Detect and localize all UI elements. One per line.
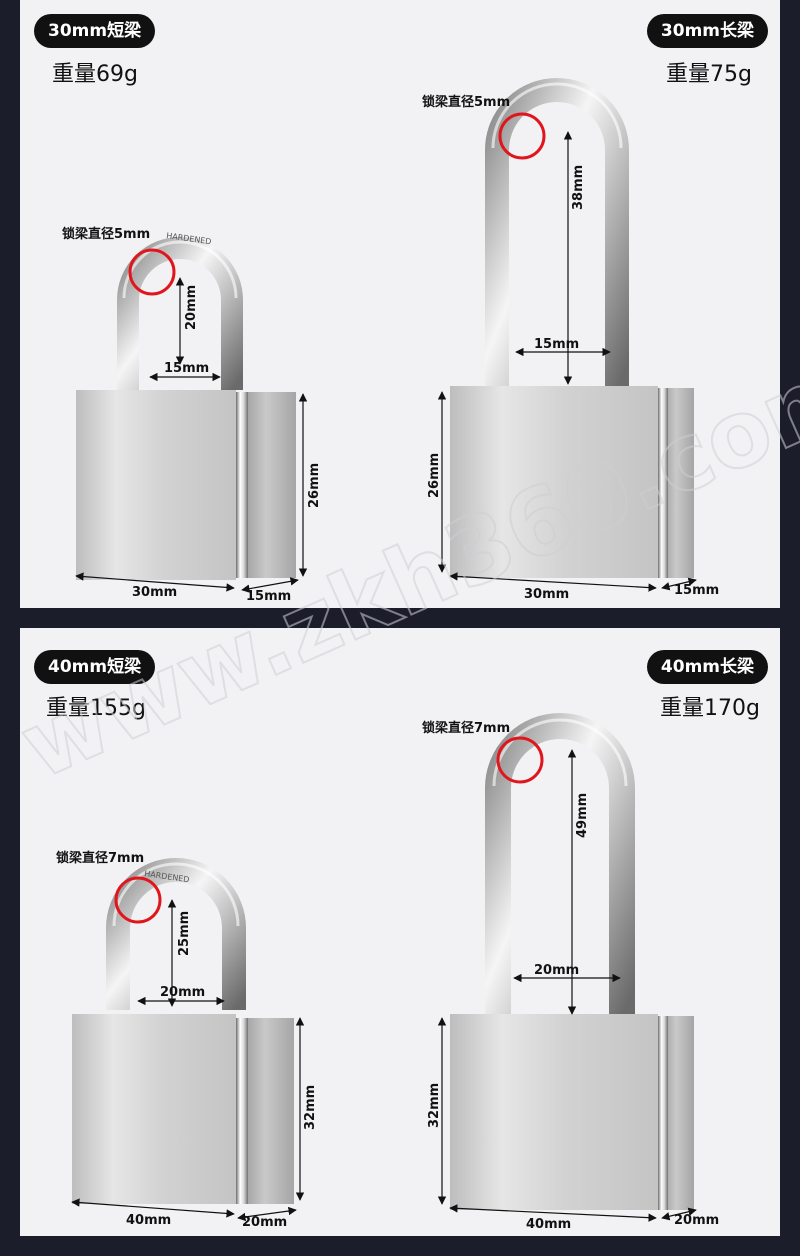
shackle-height-label: 49mm: [575, 793, 590, 838]
panel-30mm: 30mm短梁 重量69g 30mm长梁 重量75g HARDENED 锁梁直径5…: [20, 0, 780, 608]
body-depth-label: 20mm: [242, 1215, 287, 1230]
shackle-highlight-ring: [496, 736, 544, 784]
padlock-drawings-40mm: HARDENED 锁梁直径7mm 25mm 20mm 32mm 40mm 20m…: [56, 713, 719, 1232]
shackle-diameter-label: 锁梁直径5mm: [422, 94, 510, 110]
body-height-label: 26mm: [427, 453, 442, 498]
padlock-drawings-30mm: HARDENED 锁梁直径5mm 20mm 15mm 26mm 30mm 15m…: [62, 78, 719, 604]
body-depth-label: 20mm: [674, 1213, 719, 1228]
panel-40mm: 40mm短梁 重量155g 40mm长梁 重量170g HARDENED 锁梁直…: [20, 628, 780, 1236]
padlock-long-icon: 锁梁直径5mm 38mm 15mm 26mm 30mm 15mm: [422, 78, 719, 602]
shackle-width-label: 20mm: [160, 985, 205, 1000]
shackle-width-label: 20mm: [534, 963, 579, 978]
shackle-height-label: 20mm: [184, 285, 199, 330]
weight-long: 重量170g: [660, 696, 760, 721]
shackle-diameter-label: 锁梁直径7mm: [422, 720, 510, 736]
body-width-label: 40mm: [526, 1217, 571, 1232]
shackle-diameter-label: 锁梁直径7mm: [56, 850, 144, 866]
shackle-highlight-ring: [128, 248, 176, 296]
shackle-width-label: 15mm: [164, 361, 209, 376]
shackle-height-label: 25mm: [177, 911, 192, 956]
weight-short: 重量69g: [52, 62, 138, 87]
padlock-short-icon: HARDENED 锁梁直径7mm 25mm 20mm 32mm 40mm 20m…: [56, 850, 318, 1230]
tag-short-shackle: 40mm短梁: [34, 650, 156, 684]
weight-short: 重量155g: [46, 696, 146, 721]
weight-long: 重量75g: [666, 62, 752, 87]
tag-short-shackle: 30mm短梁: [34, 14, 156, 48]
body-depth-label: 15mm: [674, 583, 719, 598]
body-depth-label: 15mm: [246, 589, 291, 604]
tag-long-shackle: 30mm长梁: [646, 14, 768, 48]
padlock-long-icon: 锁梁直径7mm 49mm 20mm 32mm 40mm 20mm: [422, 713, 719, 1232]
shackle-width-label: 15mm: [534, 337, 579, 352]
shackle-height-label: 38mm: [571, 165, 586, 210]
shackle-highlight-ring: [114, 876, 162, 924]
body-width-label: 30mm: [132, 585, 177, 600]
body-width-label: 40mm: [126, 1213, 171, 1228]
tag-long-shackle: 40mm长梁: [646, 650, 768, 684]
padlock-short-icon: HARDENED 锁梁直径5mm 20mm 15mm 26mm 30mm 15m…: [62, 226, 322, 604]
body-height-label: 32mm: [427, 1083, 442, 1128]
body-height-label: 26mm: [307, 463, 322, 508]
body-width-label: 30mm: [524, 587, 569, 602]
body-height-label: 32mm: [303, 1085, 318, 1130]
shackle-diameter-label: 锁梁直径5mm: [62, 226, 150, 242]
shackle-highlight-ring: [498, 112, 546, 160]
